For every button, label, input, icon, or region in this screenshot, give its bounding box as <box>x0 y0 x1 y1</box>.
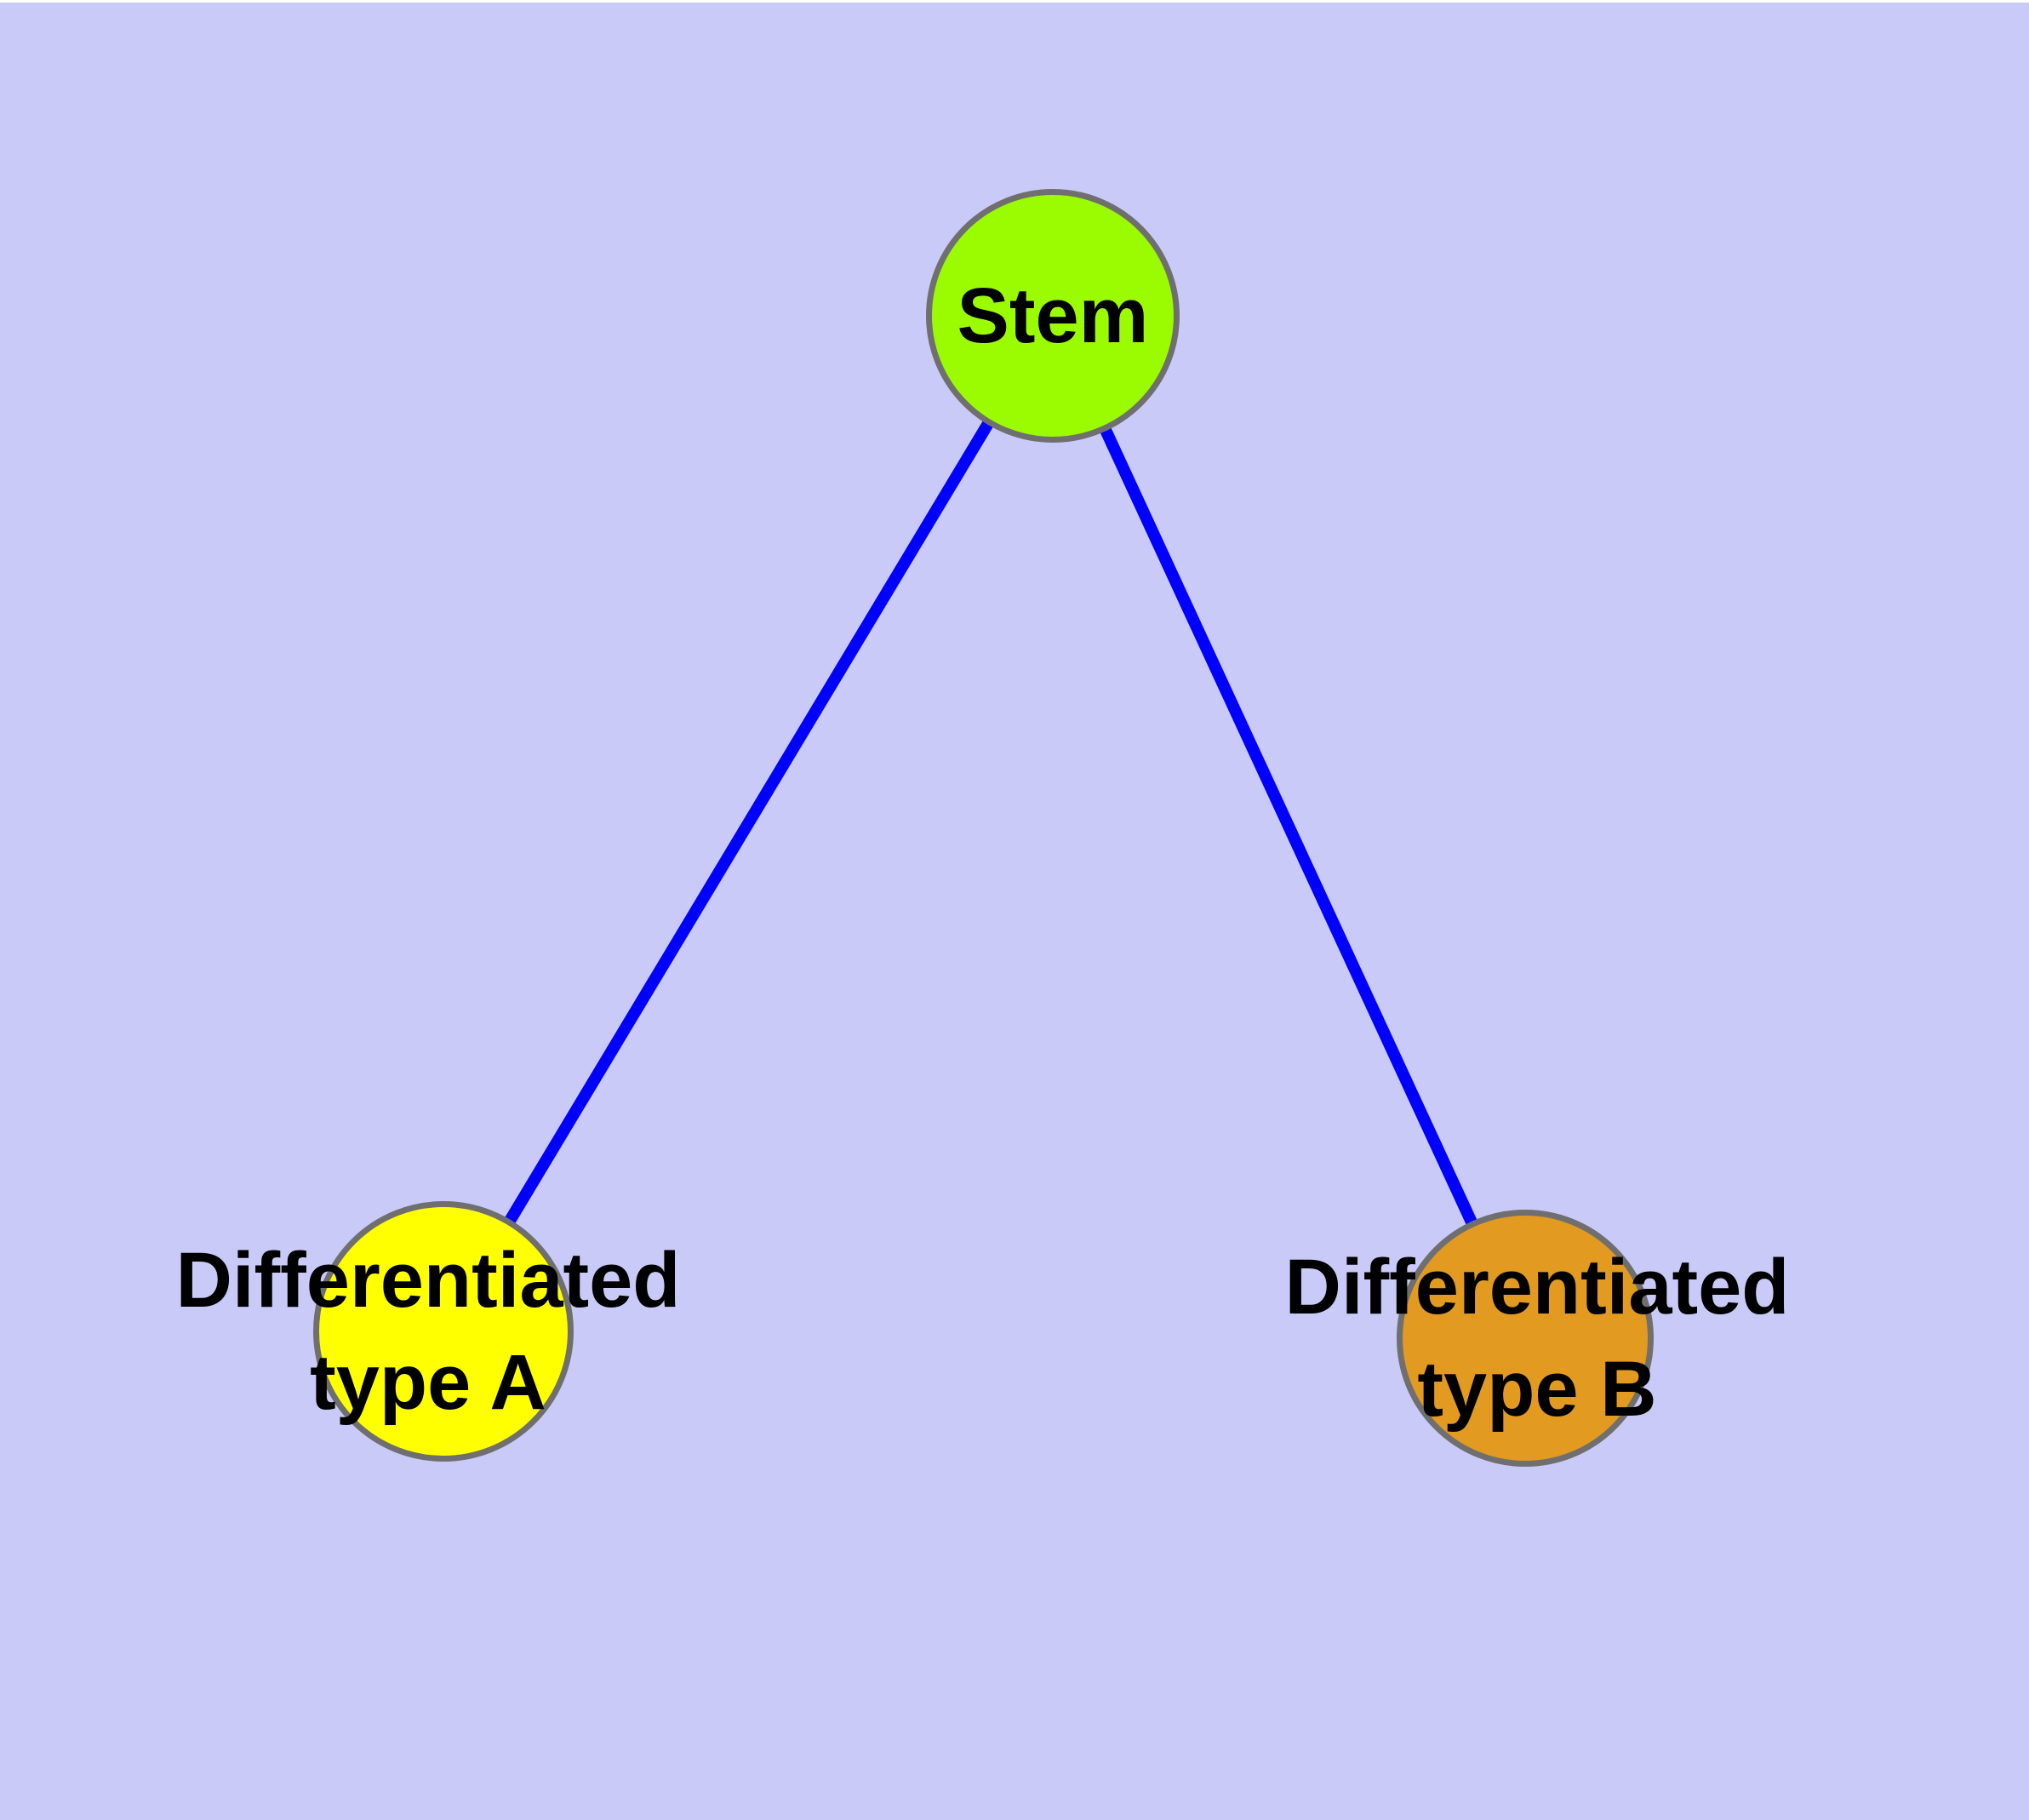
node-differentiated-type-a-label: Differentiated type A <box>175 1237 681 1426</box>
edge-stem-to-type-a <box>437 312 1059 1335</box>
node-differentiated-type-a: Differentiated type A <box>176 1201 680 1462</box>
edge-stem-to-type-b <box>1047 313 1531 1341</box>
node-differentiated-type-b-label: Differentiated type B <box>1284 1244 1790 1433</box>
edges-layer <box>437 312 1531 1341</box>
diagram-canvas: Stem Differentiated type A Differentiate… <box>0 3 2029 1820</box>
node-differentiated-type-b: Differentiated type B <box>1285 1210 1789 1467</box>
node-stem: Stem <box>926 189 1180 443</box>
node-stem-label: Stem <box>957 272 1149 359</box>
